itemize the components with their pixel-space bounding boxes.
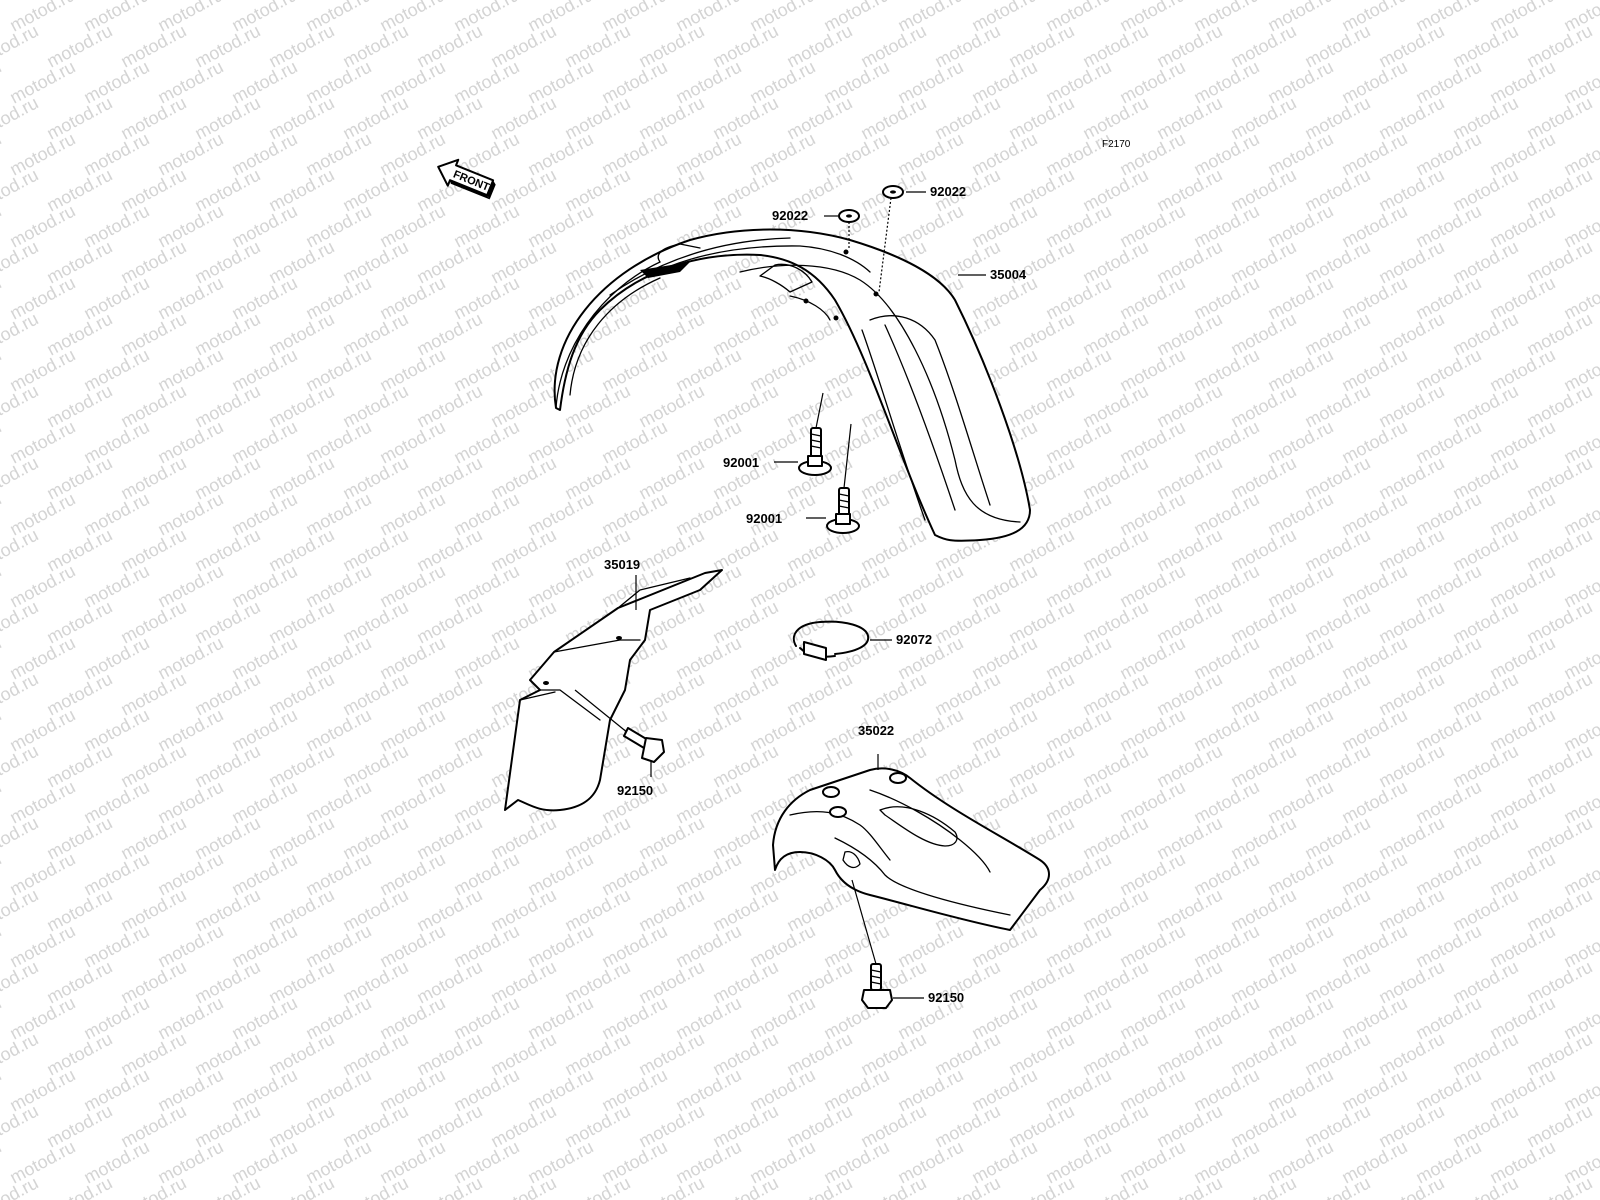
watermark-text: motod.ru [0, 885, 42, 936]
watermark-text: motod.ru [1375, 1173, 1447, 1200]
watermark-text: motod.ru [1079, 1173, 1151, 1200]
watermark-text: motod.ru [339, 1173, 411, 1200]
watermark-text: motod.ru [0, 57, 5, 108]
watermark-text: motod.ru [0, 633, 5, 684]
watermark-text: motod.ru [0, 0, 5, 36]
watermark-text: motod.ru [0, 813, 42, 864]
watermark-text: motod.ru [0, 921, 5, 972]
label-92150-a[interactable]: 92150 [617, 783, 653, 798]
watermark-text: motod.ru [1301, 1173, 1373, 1200]
watermark-text: motod.ru [857, 1173, 929, 1200]
watermark-text: motod.ru [0, 129, 5, 180]
label-92022-b[interactable]: 92022 [930, 184, 966, 199]
label-35019[interactable]: 35019 [604, 557, 640, 572]
watermark-text: motod.ru [191, 1173, 263, 1200]
watermark-text: motod.ru [0, 273, 5, 324]
watermark-text: motod.ru [783, 1173, 855, 1200]
watermark-text: motod.ru [931, 1173, 1003, 1200]
watermark-text: motod.ru [0, 489, 5, 540]
watermark-text: motod.ru [1523, 1173, 1595, 1200]
watermark-text: motod.ru [0, 381, 42, 432]
label-92022-a[interactable]: 92022 [772, 208, 808, 223]
watermark-text: motod.ru [0, 165, 42, 216]
watermark-text: motod.ru [265, 1173, 337, 1200]
watermark-text: motod.ru [0, 597, 42, 648]
label-92150-b[interactable]: 92150 [928, 990, 964, 1005]
watermark-text: motod.ru [487, 1173, 559, 1200]
watermark-text: motod.ru [117, 1173, 189, 1200]
watermark-text: motod.ru [0, 1065, 5, 1116]
watermark-text: motod.ru [43, 1173, 115, 1200]
watermark-text: motod.ru [0, 525, 42, 576]
watermark-text: motod.ru [0, 741, 42, 792]
watermark-text: motod.ru [0, 21, 42, 72]
watermark-text: motod.ru [1227, 1173, 1299, 1200]
watermark-text: motod.ru [0, 309, 42, 360]
label-35004[interactable]: 35004 [990, 267, 1027, 282]
watermark-text: motod.ru [0, 705, 5, 756]
watermark-text: motod.ru [0, 345, 5, 396]
watermark-text: motod.ru [0, 237, 42, 288]
watermark-text: motod.ru [0, 777, 5, 828]
label-92001-b[interactable]: 92001 [746, 511, 782, 526]
figure-code: F2170 [1102, 139, 1131, 150]
watermark-text: motod.ru [0, 201, 5, 252]
watermark-text: motod.ru [0, 561, 5, 612]
watermark-text: motod.ru [413, 1173, 485, 1200]
watermark-text: motod.ru [0, 849, 5, 900]
watermark-text: motod.ru [0, 1029, 42, 1080]
watermark-text: motod.ru [0, 1137, 5, 1188]
watermark-text: motod.ru [0, 453, 42, 504]
watermark-text: motod.ru [561, 1173, 633, 1200]
watermark-text: motod.ru [0, 93, 42, 144]
label-92001-a[interactable]: 92001 [723, 455, 759, 470]
watermark-text: motod.ru [635, 1173, 707, 1200]
watermark-text: motod.ru [709, 1173, 781, 1200]
watermark-text: motod.ru [1005, 1173, 1077, 1200]
watermark-text: motod.ru [0, 957, 42, 1008]
watermark-text: motod.ru [0, 993, 5, 1044]
watermark-text: motod.ru [1449, 1173, 1521, 1200]
watermark-text: motod.ru [0, 669, 42, 720]
watermark-text: motod.ru [0, 1101, 42, 1152]
watermark-text: motod.ru [1153, 1173, 1225, 1200]
label-35022[interactable]: 35022 [858, 723, 894, 738]
label-92072[interactable]: 92072 [896, 632, 932, 647]
watermark-text: motod.ru [0, 417, 5, 468]
